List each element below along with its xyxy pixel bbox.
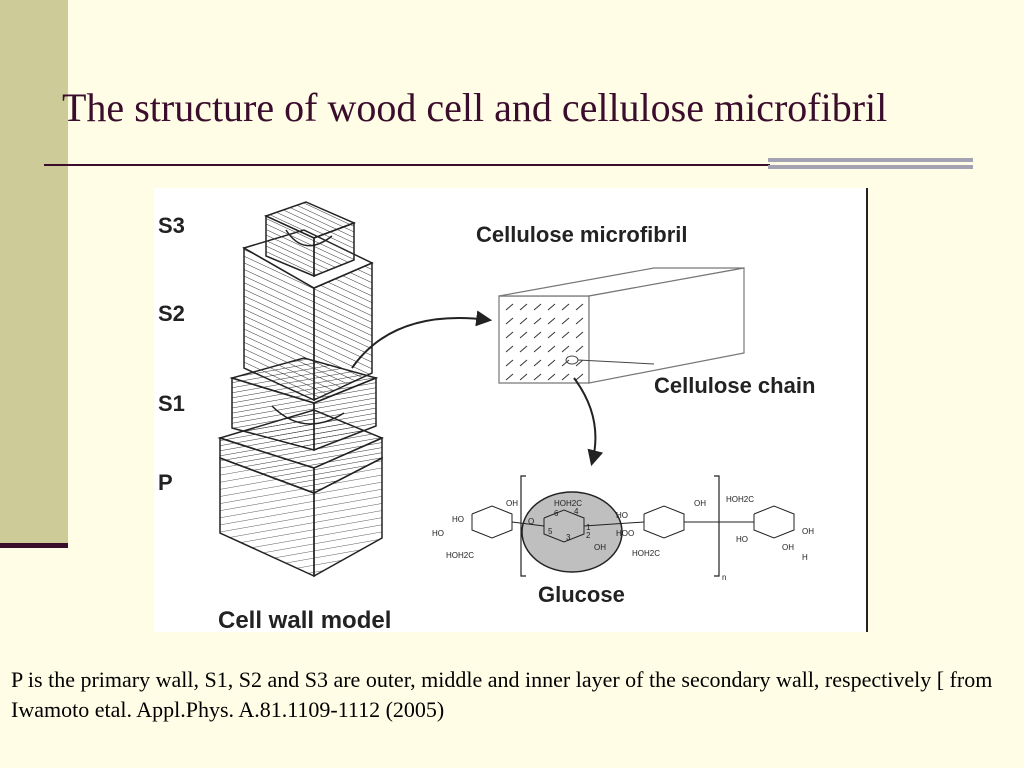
title-accent-lines [768,158,973,178]
label-cellulose-microfibril: Cellulose microfibril [476,222,688,247]
chem-label: HO [616,529,628,538]
chem-label: 3 [566,533,571,542]
label-glucose: Glucose [538,582,625,607]
chem-label: 6 [554,509,559,518]
chem-label: H [802,553,808,562]
chem-label: OH [694,499,706,508]
side-bar-rule [0,543,68,548]
chem-label: 5 [548,527,553,536]
label-p: P [158,470,173,495]
side-bar [0,0,68,545]
label-s3: S3 [158,213,185,238]
figure: S3 S2 S1 P [154,188,868,632]
chem-label: HOH2C [632,549,660,558]
chem-label: HO [452,515,464,524]
glucose-chain-structure: n HO HO HOH2C OH O HOH2C OH O HO HO HOH2… [432,475,814,582]
label-s2: S2 [158,301,185,326]
chem-label: 1 [586,523,591,532]
chem-label: 4 [574,507,579,516]
arrow-to-glucose [573,377,604,467]
chem-label: HOH2C [446,551,474,560]
chem-label: OH [594,543,606,552]
chem-label: O [628,529,634,538]
label-s1: S1 [158,391,185,416]
chem-label: 2 [586,531,591,540]
chem-label: HO [432,529,444,538]
figure-caption: P is the primary wall, S1, S2 and S3 are… [11,667,993,722]
chem-label: O [528,517,534,526]
chem-label: HOH2C [554,499,582,508]
chem-label: HO [736,535,748,544]
chem-label: OH [782,543,794,552]
chem-label: OH [506,499,518,508]
chem-label: OH [802,527,814,536]
slide-title: The structure of wood cell and cellulose… [62,85,888,130]
wood-cell-diagram: S3 S2 S1 P [158,201,815,632]
microfibril-block [498,267,745,384]
s3-layer [263,201,356,278]
arrow-to-microfibril [351,310,493,369]
chem-label: HO [616,511,628,520]
title-divider [44,164,770,166]
chem-label: HOH2C [726,495,754,504]
label-cell-wall-model: Cell wall model [218,607,391,632]
label-cellulose-chain: Cellulose chain [654,373,815,398]
repeat-subscript: n [722,573,726,582]
